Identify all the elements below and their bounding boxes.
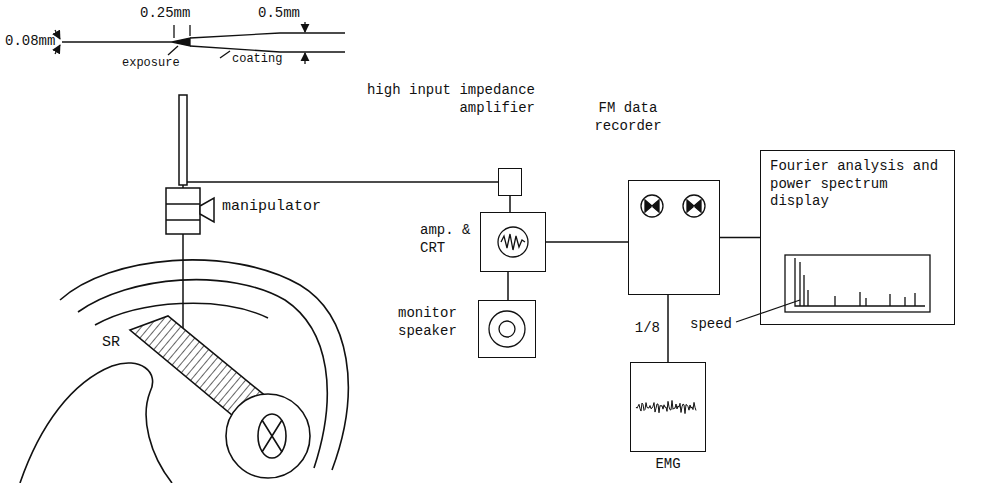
box-outline — [478, 300, 536, 358]
orbit-illustration — [20, 260, 348, 483]
orbit-illustration — [258, 414, 286, 458]
electrode-and-manipulator — [179, 95, 187, 185]
part-label: SR — [102, 334, 120, 352]
box-outline — [630, 362, 706, 452]
amplifier-box: high input impedance amplifier — [360, 82, 535, 196]
electrode-tip — [304, 53, 305, 64]
instrument-icons — [498, 227, 528, 257]
electrode-tip — [190, 33, 345, 52]
node-label: FM data recorder — [566, 100, 690, 135]
node-text: amp. & CRT — [420, 222, 476, 257]
electrode-tip — [168, 46, 178, 55]
electrode-and-manipulator — [166, 188, 200, 234]
orbit-illustration — [262, 420, 282, 452]
node-label: EMG — [618, 456, 718, 474]
electrode-tip — [189, 25, 190, 36]
instrument-icons — [499, 321, 515, 337]
box-outline — [628, 180, 720, 295]
instrument-icons — [785, 255, 930, 312]
signal-wire — [667, 295, 669, 362]
node-text: EMG — [618, 456, 718, 474]
emg-box: EMG — [618, 362, 718, 474]
node-label: amp. & CRT — [420, 222, 476, 257]
dimension-label: 0.08mm — [5, 33, 55, 50]
speaker-box: monitor speaker — [398, 300, 536, 358]
instrument-icons — [501, 234, 525, 250]
instrument-icons — [736, 300, 800, 322]
crt-box: amp. & CRT — [420, 212, 546, 272]
electrode-tip — [62, 41, 172, 43]
electrode-tip — [173, 25, 174, 38]
part-label: exposure — [122, 56, 180, 70]
electrode-tip — [55, 22, 345, 64]
dimension-label: 0.5mm — [258, 5, 300, 22]
note-label: speed — [690, 316, 732, 333]
node-label: monitor speaker — [398, 305, 470, 340]
instrument-icons — [795, 258, 925, 306]
electrode-tip — [304, 22, 305, 32]
node-label: high input impedance amplifier — [360, 82, 535, 117]
recorder-box: FM data recorder — [566, 100, 720, 295]
box-outline — [480, 212, 546, 272]
emg-trace — [636, 400, 696, 413]
signal-wire — [720, 237, 760, 239]
instrument-icons — [800, 262, 915, 306]
node-text: monitor speaker — [398, 305, 470, 340]
node-label: Fourier analysis and power spectrum disp… — [770, 158, 945, 211]
electrode-tip — [172, 38, 190, 46]
electrode-and-manipulator — [187, 181, 498, 183]
node-text: Fourier analysis and power spectrum disp… — [770, 158, 945, 211]
electrode-and-manipulator — [166, 95, 498, 345]
edge-label: 1/8 — [633, 320, 662, 337]
emg-trace — [636, 400, 696, 413]
orbit-illustration — [226, 394, 310, 478]
orbit-illustration — [20, 363, 172, 483]
electrode-tip — [55, 30, 60, 39]
electrode-and-manipulator — [200, 198, 214, 222]
instrument-icons — [645, 200, 701, 212]
node-text: high input impedance amplifier — [360, 82, 535, 117]
electrode-and-manipulator — [166, 203, 200, 205]
dimension-label: 0.25mm — [140, 5, 190, 22]
part-label: manipulator — [222, 198, 321, 216]
box-outline — [498, 168, 522, 196]
electrode-and-manipulator — [166, 219, 200, 221]
part-label: coating — [232, 52, 282, 66]
electrode-tip — [55, 45, 60, 54]
signal-wire — [546, 241, 628, 243]
electrode-tip — [220, 51, 230, 58]
signal-wire — [507, 272, 509, 300]
analyzer-box: Fourier analysis and power spectrum disp… — [760, 150, 955, 325]
instrument-icons — [489, 311, 525, 347]
node-text: FM data recorder — [566, 100, 690, 135]
orbit-illustration — [95, 303, 268, 325]
signal-wire — [509, 196, 511, 212]
